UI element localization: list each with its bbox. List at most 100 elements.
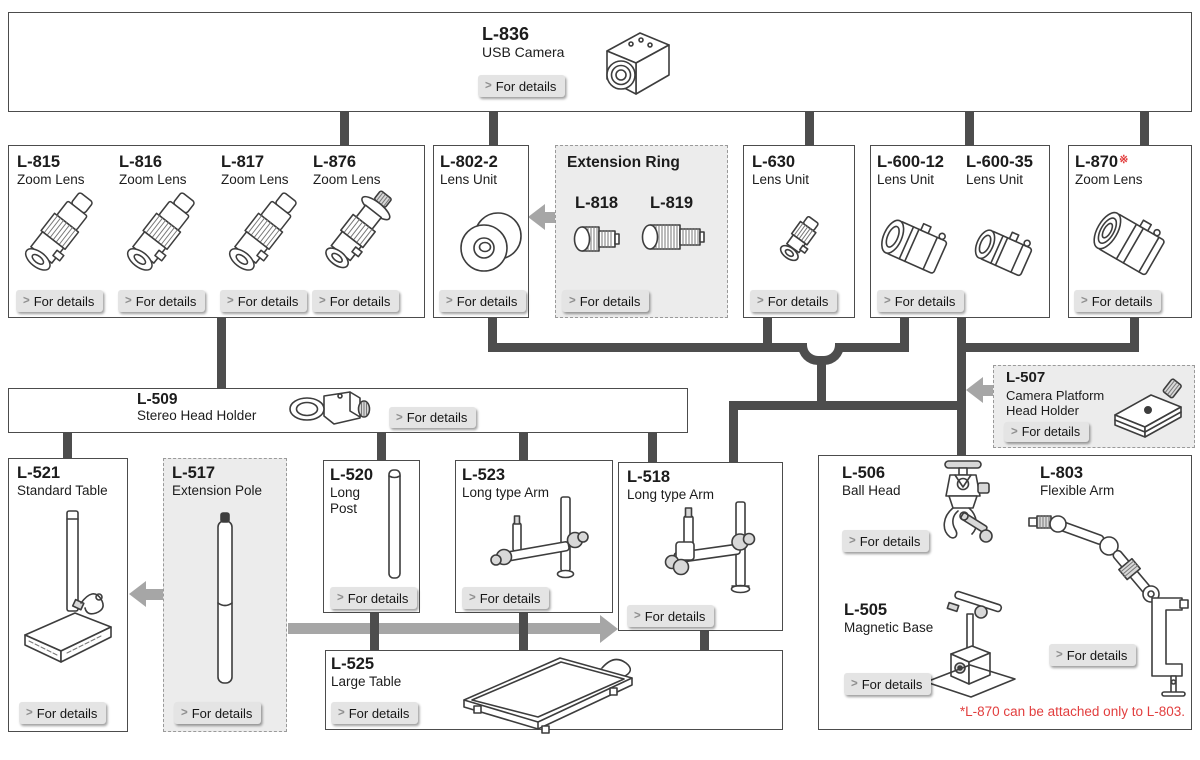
connector-l630-down bbox=[763, 318, 772, 348]
arrow-l517-to-l518-icon bbox=[600, 615, 618, 643]
connector-camera-to-l600 bbox=[965, 112, 974, 147]
product-title-l819: L-819 bbox=[650, 194, 694, 212]
usb-camera-illustration bbox=[583, 20, 678, 115]
l815-zoom-lens-illustration bbox=[12, 188, 107, 288]
l523-long-arm-illustration bbox=[487, 493, 602, 593]
for-details-button-l815[interactable]: >For details bbox=[16, 290, 104, 312]
connector-l518-to-l525 bbox=[700, 629, 709, 652]
product-title-l876: L-876 Zoom Lens bbox=[313, 153, 381, 188]
l630-lens-unit-illustration bbox=[762, 212, 830, 279]
l802-lens-unit-illustration bbox=[452, 208, 530, 283]
for-details-button-extension-ring[interactable]: >For details bbox=[562, 290, 650, 312]
connector-merge-cup bbox=[798, 343, 844, 365]
l518-long-arm-illustration bbox=[648, 490, 773, 605]
l507-platform-holder-illustration bbox=[1105, 375, 1190, 450]
for-details-button-l870[interactable]: >For details bbox=[1074, 290, 1162, 312]
connector-h-left bbox=[488, 343, 807, 352]
for-details-button-l506[interactable]: >For details bbox=[842, 530, 930, 552]
product-title-l816: L-816 Zoom Lens bbox=[119, 153, 187, 188]
l876-zoom-lens-illustration bbox=[308, 185, 408, 290]
for-details-button-l518[interactable]: >For details bbox=[627, 605, 715, 627]
connector-l509-to-l521 bbox=[63, 430, 72, 460]
for-details-button-l817[interactable]: >For details bbox=[220, 290, 308, 312]
connector-camera-to-l802 bbox=[489, 112, 498, 147]
l870-attachment-note: *L-870 can be attached only to L-803. bbox=[959, 704, 1185, 719]
product-title-l817: L-817 Zoom Lens bbox=[221, 153, 289, 188]
connector-l523-to-l525 bbox=[519, 611, 528, 652]
l520-long-post-illustration bbox=[384, 466, 406, 589]
connector-camera-to-l870 bbox=[1140, 112, 1149, 147]
for-details-button-l505[interactable]: >For details bbox=[844, 673, 932, 695]
l506-ball-head-illustration bbox=[920, 458, 1005, 571]
l819-extension-ring-illustration bbox=[640, 216, 710, 263]
product-title-l506: L-506 Ball Head bbox=[842, 464, 901, 499]
connector-h-right bbox=[835, 343, 909, 352]
for-details-button-l630[interactable]: >For details bbox=[750, 290, 838, 312]
l816-zoom-lens-illustration bbox=[114, 188, 209, 288]
product-title-l818: L-818 bbox=[575, 194, 619, 212]
connector-merge-down bbox=[817, 362, 826, 410]
product-title-l523: L-523 Long type Arm bbox=[462, 466, 550, 501]
product-title-l505: L-505 Magnetic Base bbox=[844, 601, 934, 636]
l818-extension-ring-illustration bbox=[572, 218, 624, 265]
connector-l509-to-l523 bbox=[519, 430, 528, 462]
arrow-extension-ring-to-l802-icon bbox=[528, 204, 545, 230]
product-title-l507: L-507 Camera Platform Head Holder bbox=[1006, 369, 1105, 419]
connector-h-lower bbox=[729, 401, 966, 410]
for-details-button-l802[interactable]: >For details bbox=[439, 290, 527, 312]
for-details-button-l521[interactable]: >For details bbox=[19, 702, 107, 724]
connector-camera-to-zoom-lenses bbox=[340, 112, 349, 147]
arrow-l517-to-l521-icon bbox=[129, 581, 146, 607]
box-l518 bbox=[618, 462, 783, 631]
l517-extension-pole-illustration bbox=[203, 505, 247, 700]
l803-clamp-illustration bbox=[1140, 592, 1192, 709]
l525-large-table-illustration bbox=[450, 646, 645, 739]
connector-l802-down bbox=[488, 318, 497, 348]
product-title-l521: L-521 Standard Table bbox=[17, 464, 108, 499]
product-title-l518: L-518 Long type Arm bbox=[627, 468, 715, 503]
l600-12-lens-unit-illustration bbox=[873, 210, 965, 293]
for-details-button-l836[interactable]: >For details bbox=[478, 75, 566, 97]
for-details-button-l803[interactable]: >For details bbox=[1049, 644, 1137, 666]
l870-footnote-mark: ※ bbox=[1119, 154, 1129, 166]
l803-flexible-arm-illustration bbox=[1025, 500, 1170, 615]
l505-magnetic-base-illustration bbox=[918, 588, 1023, 705]
for-details-button-l600[interactable]: >For details bbox=[877, 290, 965, 312]
for-details-button-l509[interactable]: >For details bbox=[389, 407, 477, 428]
connector-h-l870 bbox=[957, 343, 1139, 352]
arrow-l517-to-l518-shaft bbox=[288, 623, 600, 634]
product-title-l600-12: L-600-12 Lens Unit bbox=[877, 153, 944, 188]
for-details-button-l876[interactable]: >For details bbox=[312, 290, 400, 312]
for-details-button-l816[interactable]: >For details bbox=[118, 290, 206, 312]
for-details-button-l507[interactable]: >For details bbox=[1004, 422, 1090, 442]
product-title-l600-35: L-600-35 Lens Unit bbox=[966, 153, 1033, 188]
product-title-l836: L-836 USB Camera bbox=[482, 24, 565, 61]
connector-camera-to-l630 bbox=[805, 112, 814, 147]
for-details-button-l517[interactable]: >For details bbox=[174, 702, 262, 724]
box-l836 bbox=[8, 12, 1192, 112]
connector-l520-to-l525 bbox=[370, 611, 379, 652]
arrow-l507-shaft bbox=[983, 385, 994, 396]
product-title-l509: L-509 Stereo Head Holder bbox=[137, 391, 257, 424]
product-title-l630: L-630 Lens Unit bbox=[752, 153, 810, 188]
connector-zoom-lenses-to-l509 bbox=[217, 318, 226, 390]
l509-head-holder-illustration bbox=[286, 387, 374, 438]
l870-zoom-lens-illustration bbox=[1083, 202, 1181, 295]
product-title-l520: L-520 Long Post bbox=[330, 466, 374, 516]
product-title-l517: L-517 Extension Pole bbox=[172, 464, 263, 499]
box-l521 bbox=[8, 458, 128, 732]
l817-zoom-lens-illustration bbox=[216, 188, 311, 288]
connector-to-l518-right bbox=[729, 401, 738, 464]
arrow-l517-shaft bbox=[146, 589, 164, 600]
product-title-l870: L-870※ Zoom Lens bbox=[1075, 153, 1143, 188]
connector-l600-to-accessories bbox=[957, 318, 966, 457]
connector-l509-to-l520 bbox=[377, 430, 386, 462]
l600-35-lens-unit-illustration bbox=[968, 220, 1046, 293]
for-details-button-l520[interactable]: >For details bbox=[330, 587, 418, 609]
extension-ring-title: Extension Ring bbox=[567, 154, 680, 171]
product-title-l802: L-802-2 Lens Unit bbox=[440, 153, 498, 188]
for-details-button-l523[interactable]: >For details bbox=[462, 587, 550, 609]
connector-l509-to-l518 bbox=[648, 430, 657, 464]
for-details-button-l525[interactable]: >For details bbox=[331, 702, 419, 724]
